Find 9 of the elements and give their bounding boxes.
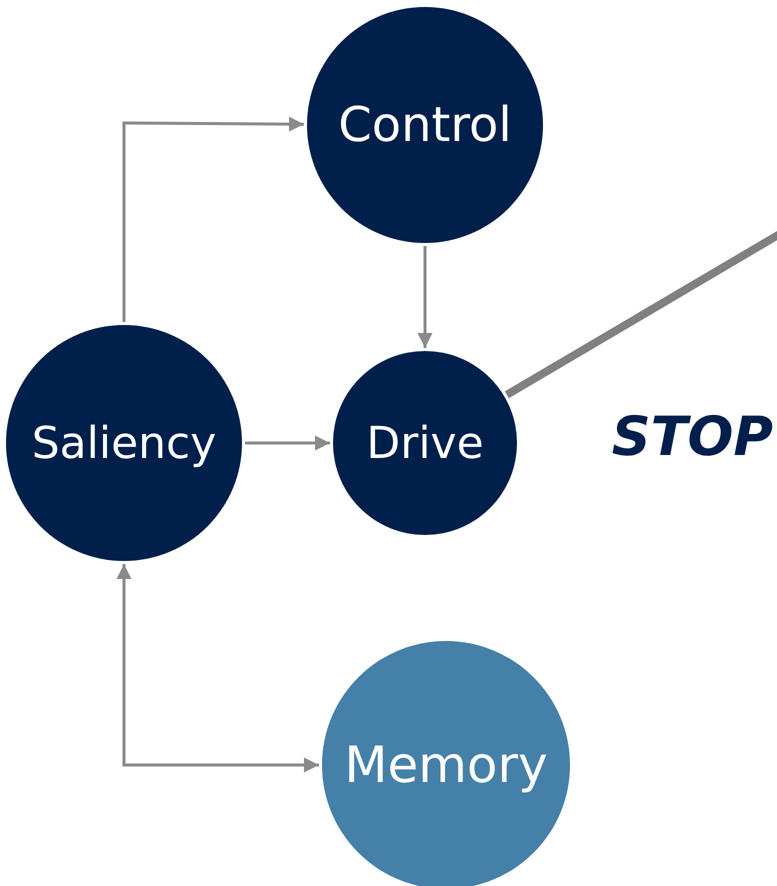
node-label: Saliency (32, 418, 216, 468)
arrow (116, 564, 319, 772)
node-label: Drive (366, 418, 484, 468)
arrow (122, 116, 304, 322)
arrow (245, 436, 330, 450)
stop-label: STOP (612, 405, 773, 468)
node-label: Memory (344, 736, 548, 794)
arrow (418, 246, 432, 348)
node-label: Control (338, 97, 512, 153)
